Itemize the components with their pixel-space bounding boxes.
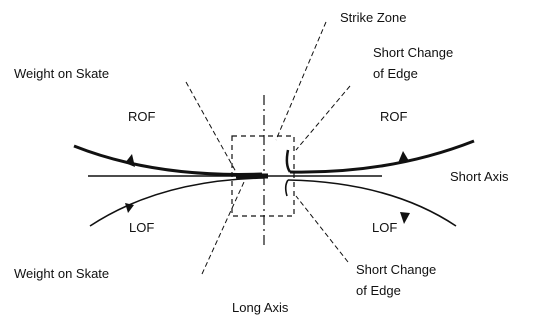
lof-curve-right	[287, 179, 457, 227]
leader-strike-zone	[275, 21, 327, 141]
rof-left-arrow	[125, 154, 135, 167]
short-change-top-curve	[285, 149, 292, 173]
label-rof-right: ROF	[380, 109, 408, 124]
lof-curve-left	[89, 177, 265, 227]
label-short-axis: Short Axis	[450, 169, 509, 184]
leader-short-change-bottom	[295, 195, 349, 263]
label-short-change-top-line2: of Edge	[373, 66, 418, 81]
label-short-change-bottom-line1: Short Change	[356, 262, 436, 277]
label-lof-right: LOF	[372, 220, 397, 235]
lof-left-arrow	[125, 203, 134, 213]
label-lof-left: LOF	[129, 220, 154, 235]
leader-short-change-top	[295, 85, 351, 151]
label-strike-zone: Strike Zone	[340, 10, 406, 25]
leader-weight-bottom	[201, 181, 245, 275]
strike-zone-box	[231, 135, 295, 217]
rof-curve-left	[73, 144, 263, 176]
rof-right-arrow	[398, 151, 409, 163]
label-weight-on-skate-bottom: Weight on Skate	[14, 266, 109, 281]
label-weight-on-skate-top: Weight on Skate	[14, 66, 109, 81]
lof-right-arrow	[400, 212, 410, 224]
leader-weight-top	[185, 81, 237, 173]
label-rof-left: ROF	[128, 109, 156, 124]
short-change-bottom-curve	[284, 179, 289, 197]
label-short-change-bottom-line2: of Edge	[356, 283, 401, 298]
rof-curve-right	[289, 139, 475, 174]
label-long-axis: Long Axis	[232, 300, 289, 315]
label-short-change-top-line1: Short Change	[373, 45, 453, 60]
